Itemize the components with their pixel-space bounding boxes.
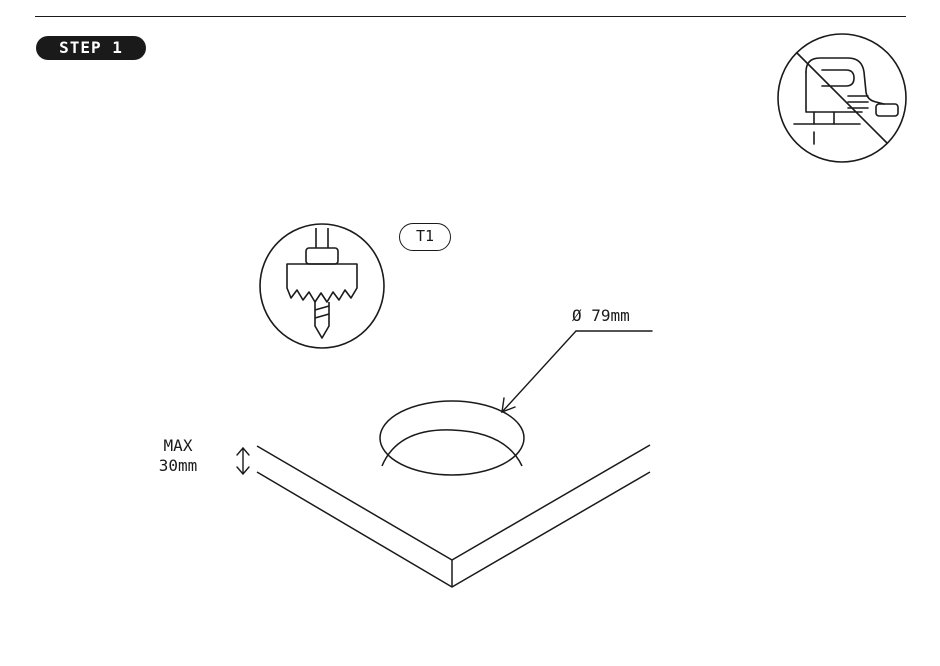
diameter-leader (501, 330, 653, 414)
tool-tag: T1 (399, 223, 451, 251)
max-thickness-line1: MAX (163, 436, 193, 455)
max-thickness-label: MAX 30mm (140, 436, 216, 476)
step-badge: STEP 1 (36, 36, 146, 60)
hole-diameter-label: Ø 79mm (572, 306, 630, 325)
max-thickness-line2: 30mm (158, 456, 198, 475)
header-rule (35, 16, 906, 17)
no-jigsaw-icon (777, 33, 907, 163)
cutout-hole (379, 400, 525, 476)
hole-saw-icon (259, 223, 385, 349)
thickness-arrow (236, 447, 250, 475)
countertop-board (256, 444, 651, 588)
